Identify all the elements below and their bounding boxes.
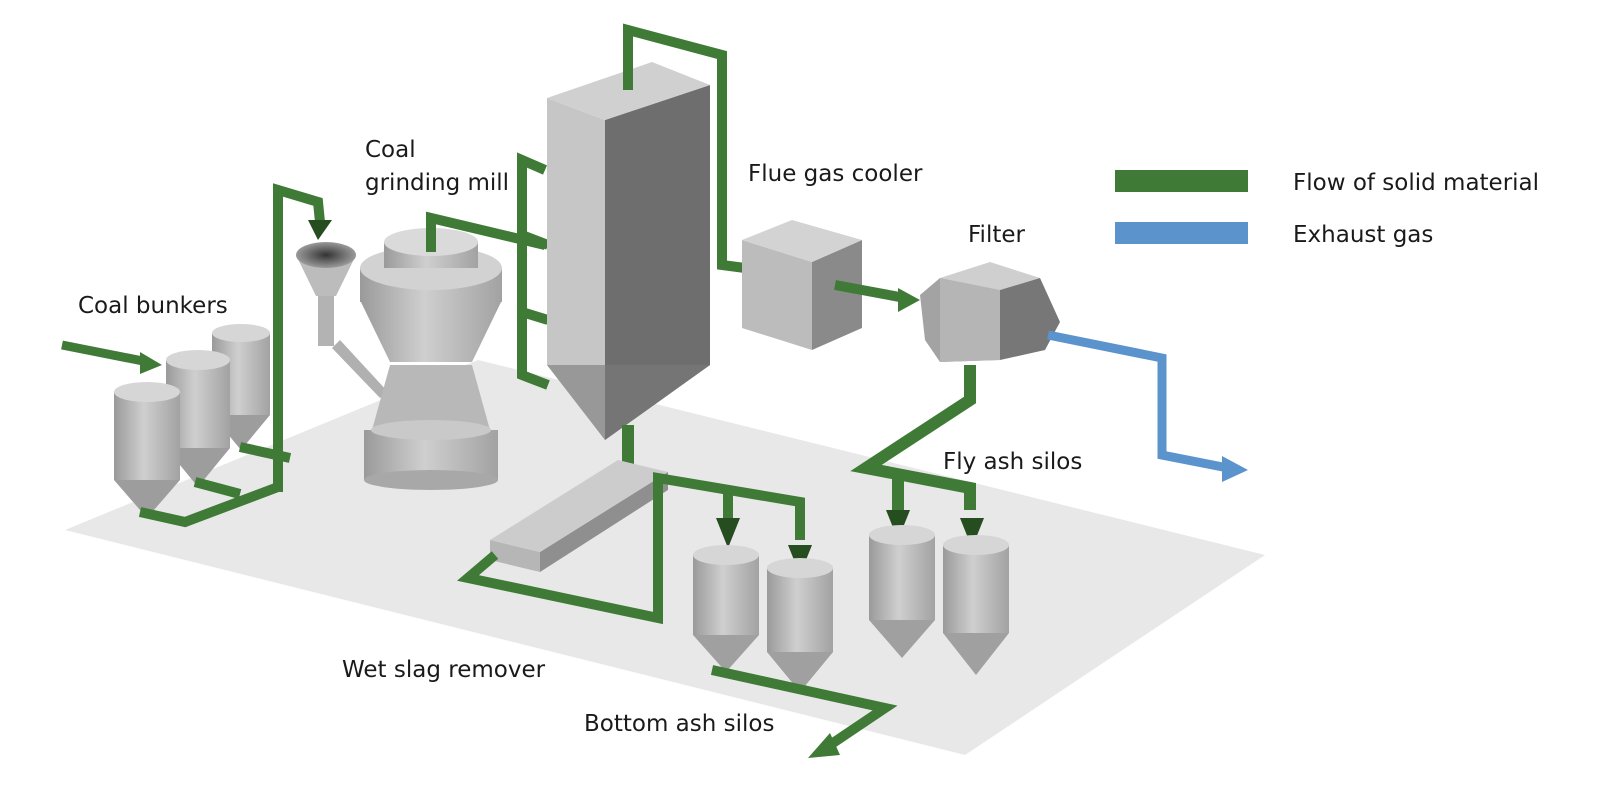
coal-grinding-mill xyxy=(360,228,502,490)
legend: Flow of solid material Exhaust gas xyxy=(1115,170,1539,248)
bottom-ash-arrow-head-1 xyxy=(716,518,740,548)
filter-to-fly-ash-pipes xyxy=(850,365,976,512)
mill-feed-arrow-head xyxy=(308,220,332,240)
label-wet-slag-remover: Wet slag remover xyxy=(342,657,546,683)
wet-slag-remover xyxy=(490,460,668,572)
coal-input-arrow xyxy=(61,340,162,374)
label-coal-bunkers: Coal bunkers xyxy=(78,293,228,319)
legend-label-solid-flow: Flow of solid material xyxy=(1293,170,1539,196)
coal-bunkers xyxy=(114,324,270,518)
slag-and-bottom-ash-pipes xyxy=(457,472,805,625)
legend-swatch-exhaust-gas xyxy=(1115,222,1248,244)
bottom-ash-silos xyxy=(693,545,833,692)
boiler-top-loop-pipe xyxy=(623,23,746,273)
label-fly-ash-silos: Fly ash silos xyxy=(943,449,1082,475)
fly-ash-silo-2 xyxy=(943,535,1009,675)
bottom-ash-discharge xyxy=(710,665,898,758)
bottom-ash-silo-2 xyxy=(767,558,833,692)
flue-gas-cooler xyxy=(742,220,862,350)
bunker-discharge-pipes xyxy=(138,183,325,528)
label-flue-gas-cooler: Flue gas cooler xyxy=(748,161,923,187)
cooler-to-filter-arrow xyxy=(834,280,920,312)
bottom-ash-silo-1 xyxy=(693,545,759,672)
label-filter: Filter xyxy=(968,222,1026,248)
legend-swatch-solid-flow xyxy=(1115,170,1248,192)
coal-bunker-silo-2 xyxy=(166,350,230,487)
legend-label-exhaust-gas: Exhaust gas xyxy=(1293,222,1433,248)
label-bottom-ash-silos: Bottom ash silos xyxy=(584,711,774,737)
label-coal-grinding-mill-line2: grinding mill xyxy=(365,170,509,196)
coal-bunker-silo-1 xyxy=(114,382,180,518)
exhaust-gas-line xyxy=(1047,330,1248,482)
fly-ash-arrow-head-1 xyxy=(886,510,910,540)
boiler xyxy=(517,23,746,440)
mill-to-boiler-pipe xyxy=(426,211,547,252)
fly-ash-arrow-head-2 xyxy=(960,518,984,548)
label-coal-grinding-mill-line1: Coal xyxy=(365,137,416,163)
fly-ash-silos xyxy=(869,525,1009,675)
filter xyxy=(920,262,1060,362)
fly-ash-silo-1 xyxy=(869,525,935,658)
boiler-feed-pipes xyxy=(517,152,550,390)
coal-feed-funnel xyxy=(296,242,388,398)
